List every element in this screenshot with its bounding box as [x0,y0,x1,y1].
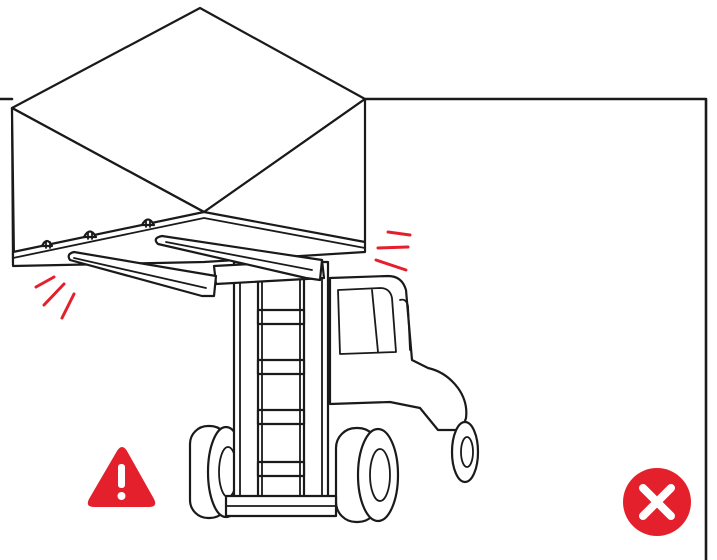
cab-seat [399,298,411,351]
frame-outline [0,97,708,560]
warning-triangle-icon [87,447,156,507]
forklift-cab [328,274,468,432]
cab-window [337,287,397,355]
cab-door-line [371,289,379,353]
forks [67,234,324,298]
forklift-mast [224,260,338,518]
oversized-box [10,6,367,268]
alert-lines-left [34,275,76,320]
rear-wheel [450,420,480,484]
alert-lines-right [374,230,412,272]
prohibited-x-icon [623,468,691,536]
right-fork-tine [154,234,324,282]
box-latches [40,218,156,249]
forklift [188,258,480,524]
front-right-wheel [334,426,400,524]
